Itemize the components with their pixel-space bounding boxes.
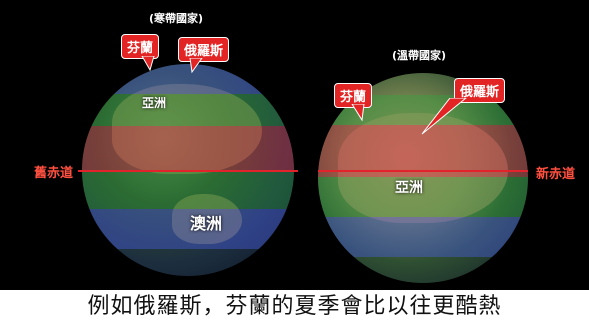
russia-tag: 俄羅斯 (454, 78, 506, 103)
australia-label: 澳洲 (190, 214, 223, 233)
subtitle-background (0, 290, 589, 335)
russia-tag: 俄羅斯 (178, 37, 230, 62)
old-equator-line (78, 170, 298, 172)
asia-label: 亞洲 (142, 96, 167, 110)
cold-band-south (318, 217, 528, 257)
left-globe-title: (寒帶國家) (149, 12, 204, 25)
right-globe: 亞洲 (318, 73, 528, 283)
finland-tag: 芬蘭 (121, 34, 160, 59)
new-equator-label: 新赤道 (536, 167, 576, 182)
temperate-band-north (82, 94, 294, 126)
finland-pointer-right (351, 104, 365, 122)
subtitle-text: 例如俄羅斯，芬蘭的夏季會比以往更酷熱 (87, 294, 502, 319)
finland-pointer-left (141, 56, 155, 72)
hot-band (82, 126, 294, 171)
asia-label: 亞洲 (395, 180, 423, 196)
left-globe: 亞洲 澳洲 (82, 64, 294, 276)
eurasia-landmass (338, 113, 508, 223)
australia-landmass (172, 194, 242, 244)
new-equator-line (318, 170, 528, 172)
temperate-band-south (318, 177, 528, 217)
cold-band-north (82, 64, 294, 94)
asia-landmass (112, 84, 262, 174)
right-globe-title: (溫帶國家) (392, 49, 447, 62)
finland-tag: 芬蘭 (334, 83, 373, 108)
russia-pointer-left (189, 58, 203, 74)
old-equator-label: 舊赤道 (34, 166, 74, 181)
temperate-band-south (82, 171, 294, 209)
russia-pointer-right (421, 98, 467, 135)
cold-band-south (82, 209, 294, 249)
